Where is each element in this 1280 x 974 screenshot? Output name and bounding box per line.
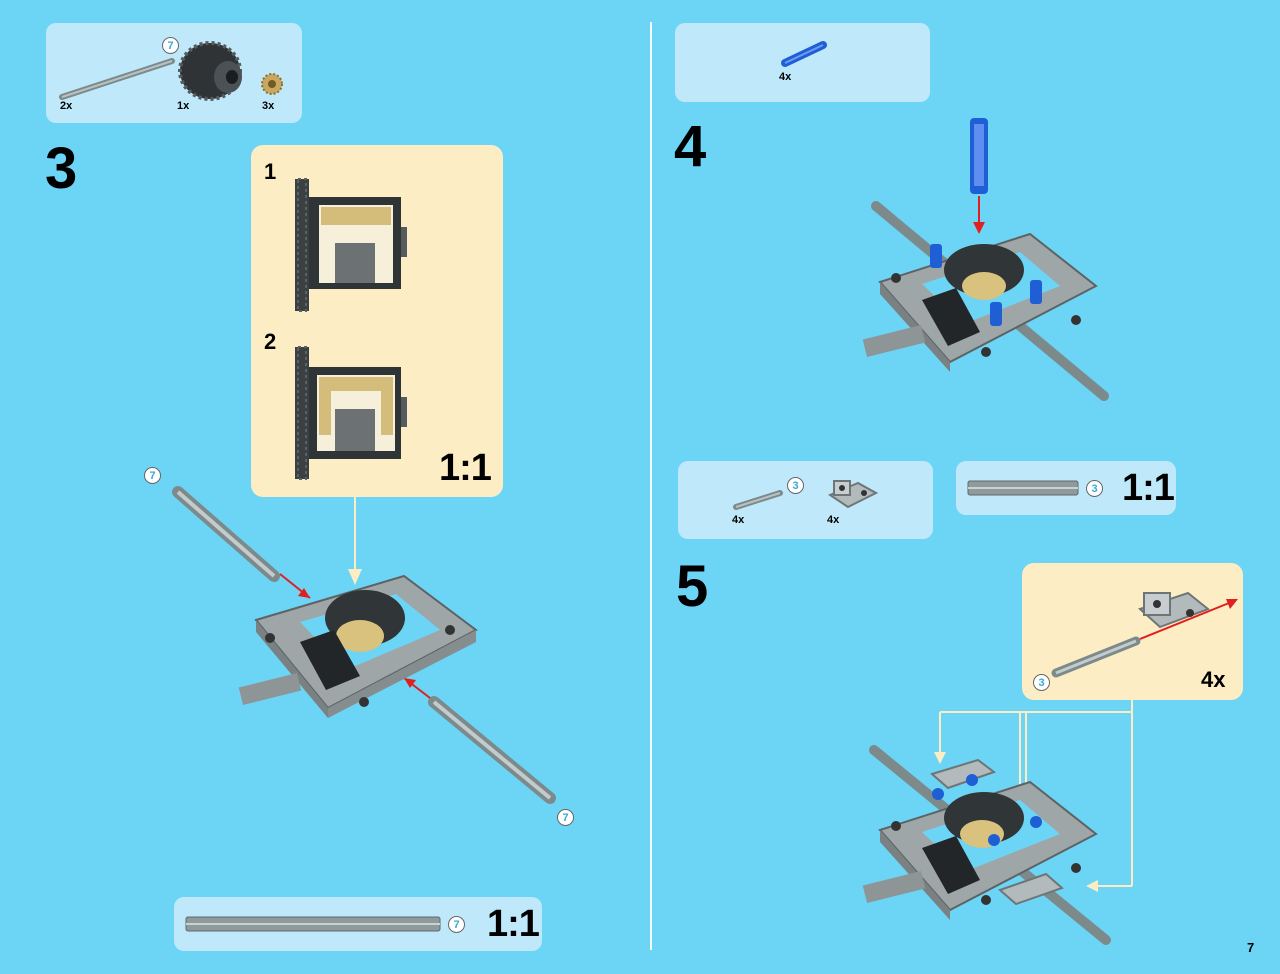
submodel-callout: 3 [1033, 674, 1050, 691]
ruler-callout: 3 [1086, 480, 1103, 497]
step5-part-callout: 3 [787, 477, 804, 494]
step3-assembly-icon [172, 486, 556, 804]
step3-part-qty: 1x [177, 100, 190, 112]
callout-pointer-icon [348, 497, 362, 585]
step4-number: 4 [674, 114, 707, 179]
axle-3-icon [733, 490, 783, 510]
step3-ruler-panel: 7 1:1 [174, 897, 542, 951]
step5-assembly-icon [862, 745, 1111, 945]
ruler-callout: 7 [448, 916, 465, 933]
axle-7-ruler-icon [185, 916, 441, 932]
step3-parts-panel: 7 2x 1x 3x [46, 23, 302, 123]
ruler-scale-label: 1:1 [1122, 467, 1175, 509]
axle-and-block-icon [1051, 591, 1238, 678]
step3-part-qty: 2x [60, 100, 73, 112]
cross-block-icon [827, 480, 879, 509]
page-number: 7 [1247, 940, 1255, 955]
submodel-step-1: 1 [264, 159, 277, 184]
differential-assembly-icon [295, 178, 407, 312]
step5-part-qty: 4x [732, 514, 745, 526]
axle-3-ruler-icon [967, 480, 1079, 496]
axle-7-icon [59, 58, 175, 100]
submodel-step-2: 2 [264, 329, 277, 354]
page-divider [650, 22, 652, 950]
step4-parts-panel: 4x [675, 23, 930, 102]
axle-length-callout: 7 [144, 467, 161, 484]
differential-gear-icon [178, 41, 242, 101]
step4-part-qty: 4x [779, 71, 792, 83]
submodel-qty-label: 4x [1201, 667, 1226, 692]
submodel-scale-label: 1:1 [439, 447, 492, 489]
step3-number: 3 [45, 136, 78, 201]
step3-part-callout: 7 [162, 37, 179, 54]
step5-parts-panel: 3 4x 4x [678, 461, 933, 539]
bevel-gear-12-icon [261, 73, 283, 95]
step4-assembly-icon [862, 118, 1109, 401]
step3-part-qty: 3x [262, 100, 275, 112]
step3-submodel-callout: 1 2 1:1 [251, 145, 503, 497]
ruler-scale-label: 1:1 [487, 903, 540, 945]
step5-submodel-callout: 3 4x [1022, 563, 1243, 700]
step5-part-qty: 4x [827, 514, 840, 526]
axle-length-callout: 7 [557, 809, 574, 826]
step5-number: 5 [676, 554, 709, 619]
step5-ruler-panel: 3 1:1 [956, 461, 1176, 515]
differential-assembly-gears-icon [295, 346, 407, 480]
blue-pin-icon [781, 41, 827, 67]
